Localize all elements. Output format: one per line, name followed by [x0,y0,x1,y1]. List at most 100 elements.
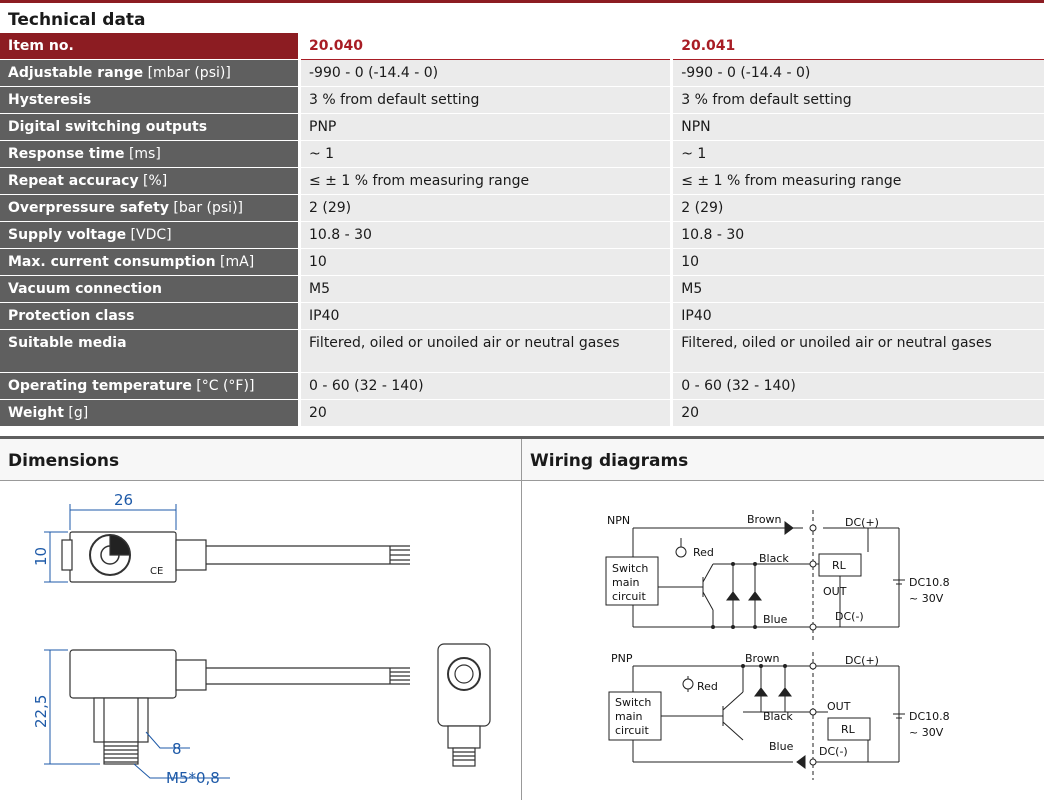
spec-row: Response time [ms]~ 1~ 1 [0,140,1044,168]
spec-label: Protection class [0,302,300,330]
pnp-out-label: OUT [827,700,851,713]
width-dimension: 26 [114,491,133,509]
spec-label: Weight [g] [0,399,300,427]
pnp-dc-positive: DC(+) [845,654,879,667]
spec-value-20041: 3 % from default setting [670,86,1044,114]
pnp-rl-label: RL [841,723,856,736]
npn-label: NPN [607,514,630,527]
pnp-brown-label: Brown [745,652,780,665]
spec-label: Suitable media [0,329,300,373]
item-no-label: Item no. [0,33,300,60]
spec-label-text: Response time [8,146,125,162]
spec-label-text: Operating temperature [8,378,192,394]
spec-value-20041: ~ 1 [670,140,1044,168]
table-header-row: Item no. 20.040 20.041 [0,33,1044,60]
spec-value-20041: NPN [670,113,1044,141]
spec-row: Adjustable range [mbar (psi)]-990 - 0 (-… [0,59,1044,87]
pnp-supply-line2: ~ 30V [909,726,944,739]
technical-data-title: Technical data [0,0,1044,31]
spec-label: Vacuum connection [0,275,300,303]
hex-dimension: 8 [172,740,182,758]
thread-dimension: M5*0,8 [166,769,220,787]
spec-value-20040: ~ 1 [297,140,672,168]
spec-value-20040: -990 - 0 (-14.4 - 0) [297,59,672,87]
spec-unit: [bar (psi)] [168,200,243,216]
item-no-20040: 20.040 [297,33,672,60]
spec-value-20041: M5 [670,275,1044,303]
npn-dc-negative: DC(-) [835,610,864,623]
npn-circuit-line3: circuit [612,590,646,603]
depth-dimension: 22,5 [32,695,50,728]
spec-value-20040: 10 [297,248,672,276]
dimensions-drawing: 26 10 22,5 8 M5*0,8 CE [32,491,491,787]
panel-divider [521,439,522,800]
npn-rl-label: RL [832,559,847,572]
spec-value-20041: 10 [670,248,1044,276]
pnp-led-label: Red [697,680,718,693]
spec-value-20040: 20 [297,399,672,427]
spec-unit: [mbar (psi)] [143,65,231,81]
spec-value-20041: Filtered, oiled or unoiled air or neutra… [670,329,1044,373]
spec-label-text: Max. current consumption [8,254,216,270]
pnp-circuit-line3: circuit [615,724,649,737]
pnp-label: PNP [611,652,633,665]
spec-value-20040: 10.8 - 30 [297,221,672,249]
spec-value-20040: 0 - 60 (32 - 140) [297,372,672,400]
spec-label: Overpressure safety [bar (psi)] [0,194,300,222]
spec-label-text: Vacuum connection [8,281,162,297]
npn-black-label: Black [759,552,789,565]
spec-label: Supply voltage [VDC] [0,221,300,249]
spec-label: Adjustable range [mbar (psi)] [0,59,300,87]
npn-led-label: Red [693,546,714,559]
spec-label: Response time [ms] [0,140,300,168]
npn-supply-line2: ~ 30V [909,592,944,605]
ce-mark: CE [150,566,163,577]
spec-label: Digital switching outputs [0,113,300,141]
spec-label-text: Supply voltage [8,227,127,243]
npn-brown-label: Brown [747,513,782,526]
pnp-circuit-line2: main [615,710,643,723]
spec-label-text: Hysteresis [8,92,92,108]
npn-out-label: OUT [823,585,847,598]
spec-value-20040: 3 % from default setting [297,86,672,114]
pnp-supply-line1: DC10.8 [909,710,950,723]
spec-value-20040: ≤ ± 1 % from measuring range [297,167,672,195]
spec-value-20041: ≤ ± 1 % from measuring range [670,167,1044,195]
spec-label: Repeat accuracy [%] [0,167,300,195]
spec-value-20040: 2 (29) [297,194,672,222]
spec-label: Operating temperature [°C (°F)] [0,372,300,400]
npn-blue-label: Blue [763,613,788,626]
spec-label-text: Adjustable range [8,65,144,81]
spec-unit: [ms] [124,146,161,162]
spec-value-20040: M5 [297,275,672,303]
pnp-blue-label: Blue [769,740,794,753]
spec-value-20041: 0 - 60 (32 - 140) [670,372,1044,400]
wiring-diagrams: NPN Red Brown Black Blue DC(+) DC(-) RL … [605,510,950,780]
npn-supply-line1: DC10.8 [909,576,950,589]
npn-dc-positive: DC(+) [845,516,879,529]
wiring-diagrams-title: Wiring diagrams [522,439,1044,481]
spec-label: Hysteresis [0,86,300,114]
spec-row: Operating temperature [°C (°F)]0 - 60 (3… [0,372,1044,400]
spec-unit: [g] [63,405,89,421]
spec-unit: [VDC] [126,227,172,243]
section-divider [0,436,1044,439]
spec-value-20040: PNP [297,113,672,141]
spec-value-20041: IP40 [670,302,1044,330]
spec-unit: [mA] [215,254,255,270]
spec-value-20041: -990 - 0 (-14.4 - 0) [670,59,1044,87]
spec-value-20041: 20 [670,399,1044,427]
spec-row: Overpressure safety [bar (psi)]2 (29)2 (… [0,194,1044,222]
spec-label: Max. current consumption [mA] [0,248,300,276]
dimensions-title: Dimensions [0,439,521,481]
spec-value-20040: Filtered, oiled or unoiled air or neutra… [297,329,672,373]
spec-label-text: Protection class [8,308,135,324]
spec-value-20041: 2 (29) [670,194,1044,222]
